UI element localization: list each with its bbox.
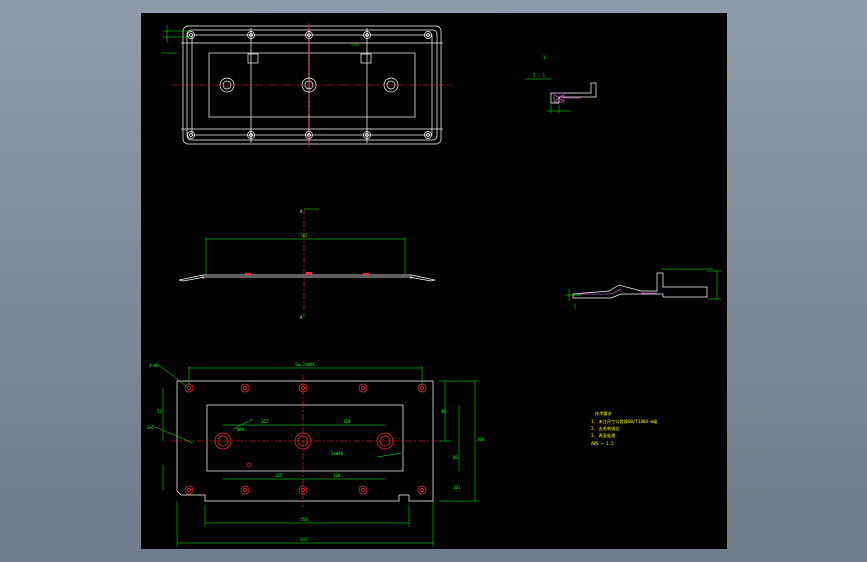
bottom-view-outline (176, 380, 434, 502)
dim-inner: 550 (300, 517, 308, 522)
dim-right4: 101 (453, 485, 461, 490)
front-plate-profile (178, 274, 436, 282)
notes-heading: 技术要求 (595, 410, 613, 417)
top-view-centerlines (171, 23, 453, 147)
dim-d2: 160 (343, 419, 351, 424)
bottom-view-dims (154, 364, 479, 547)
top-view (161, 23, 453, 147)
front-view: 565 A A (178, 208, 436, 320)
dim-overall: 617 (300, 537, 308, 542)
leader-text-4: 2xΦ40 (331, 451, 344, 456)
detail1-hidden-lines (553, 92, 581, 103)
detail1-scale: 2 : 1 (533, 73, 546, 78)
detail1-label: 1 (543, 55, 546, 60)
dim-d1: 167 (261, 419, 269, 424)
dim-right3: 80 (453, 455, 458, 460)
cad-drawing-canvas: 565 A A (141, 13, 727, 549)
top-view-dims (161, 25, 359, 54)
dim-left1: 57 (157, 409, 162, 414)
leader-text-2: 2x5 (147, 425, 155, 430)
detail-view-1: 2 : 1 1 (525, 55, 597, 113)
drawing-sheet: 565 A A (147, 23, 721, 547)
dim-d3: 125 (275, 473, 283, 478)
dim-d4: 160 (333, 473, 341, 478)
dim-right1: 46 (441, 409, 446, 414)
bottom-view: Ew=2xXXX 167 160 125 160 550 617 46 300 … (147, 362, 485, 547)
section-mark-top: A (300, 209, 303, 214)
notes-line-3: 3. 表面处理 (591, 432, 616, 439)
leader-text-1: 4-Φ8 (149, 363, 159, 368)
notes-line-1: 1. 未注尺寸公差按GB/T1804-m级 (591, 418, 658, 425)
dim-right2: 300 (477, 437, 485, 442)
notes-line-4: ABS ~ 1.5 (591, 441, 614, 446)
bottom-view-holes (184, 383, 427, 495)
leader-text-3: Φ40 (237, 427, 245, 432)
notes-line-2: 2. 去毛刺锐边 (591, 425, 620, 432)
detail-view-2 (565, 268, 721, 309)
detail2-hidden-lines (577, 288, 657, 295)
technical-notes: 技术要求 1. 未注尺寸公差按GB/T1804-m级 2. 去毛刺锐边 3. 表… (591, 410, 658, 446)
dim-overall-top: Ew=2xXXX (295, 362, 315, 367)
section-mark-bottom: A (300, 315, 303, 320)
bottom-view-pocket (206, 404, 404, 472)
front-boss-marks (245, 272, 369, 275)
bottom-view-centerlines (171, 375, 441, 507)
